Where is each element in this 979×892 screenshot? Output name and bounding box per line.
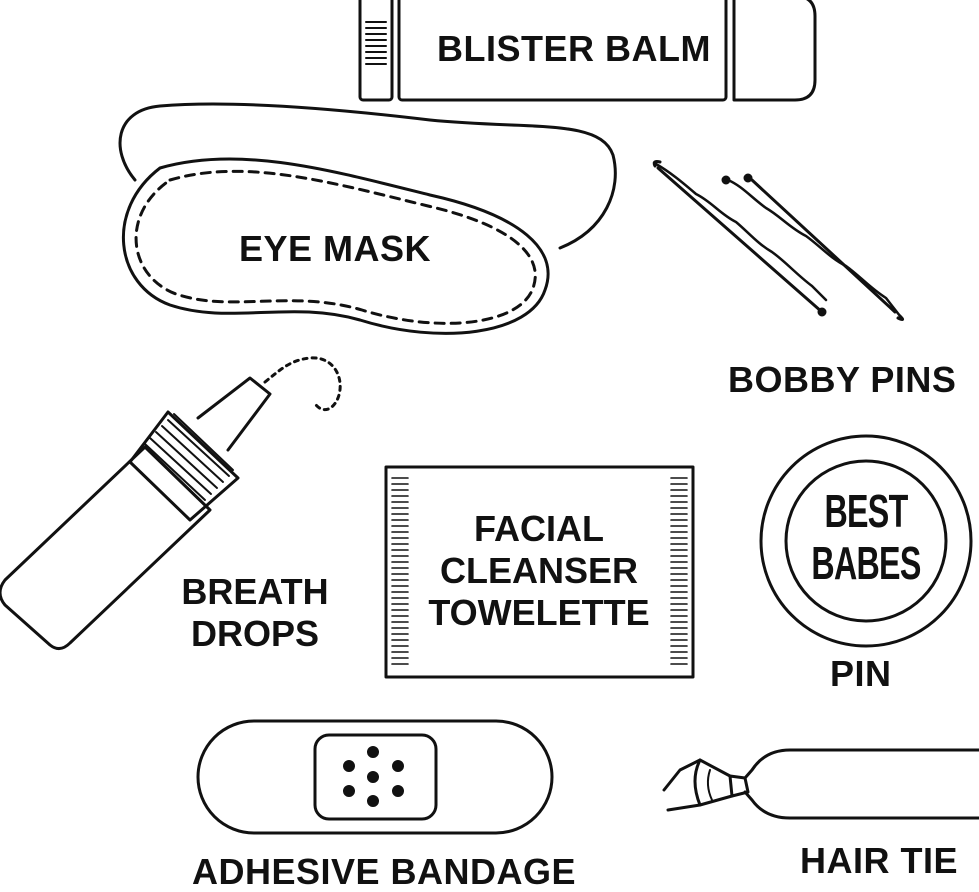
towelette-label-line1: FACIAL [474,508,604,549]
bobby-pins-label: BOBBY PINS [728,359,957,400]
bobby-pins-icon [652,160,905,322]
pin-label: PIN [830,653,892,694]
hair-tie-icon [662,748,979,820]
pin-button-icon [759,434,973,648]
eye-mask-icon [118,102,617,335]
adhesive-bandage-label: ADHESIVE BANDAGE [192,851,577,892]
pin-button-text: BEST BABES [810,485,922,589]
breath-drops-label: BREATH DROPS [180,571,330,655]
blister-balm-label: BLISTER BALM [437,28,711,69]
towelette-label-line3: TOWELETTE [428,592,650,633]
hair-tie-label: HAIR TIE [800,840,959,881]
pin-button-text-line2: BABES [811,537,921,589]
eye-mask-label: EYE MASK [239,228,432,269]
breath-drops-label-line1: BREATH [181,571,329,612]
towelette-label: FACIAL CLEANSER TOWELETTE [408,508,670,634]
adhesive-bandage-icon [196,719,554,835]
towelette-label-line2: CLEANSER [439,550,639,591]
breath-drops-label-line2: DROPS [190,613,320,654]
pin-button-text-line1: BEST [824,485,908,537]
blister-balm-icon [358,0,817,102]
breath-drops-icon [0,356,342,650]
towelette-icon [384,465,695,679]
